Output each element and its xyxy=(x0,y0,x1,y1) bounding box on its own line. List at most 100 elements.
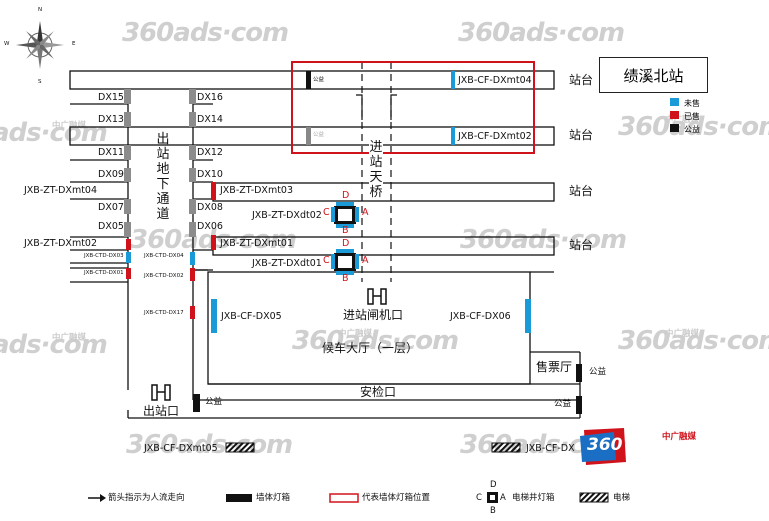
ad-ctd01: JXB-CTD-DX01 xyxy=(84,270,124,276)
elevator-letter: B xyxy=(342,225,349,236)
ad-ctd02: JXB-CTD-DX02 xyxy=(144,273,184,279)
watermark: 360ads·com xyxy=(292,326,459,356)
ad-ctd17: JXB-CTD-DX17 xyxy=(144,310,184,316)
exit-underpass-label: 出站地下通道 xyxy=(156,132,170,222)
security-label: 安检口 xyxy=(360,385,397,399)
elevator-letter: A xyxy=(362,207,369,218)
ad-zt-mt02: JXB-ZT-DXmt02 xyxy=(24,238,98,249)
legend-letter: A xyxy=(500,493,506,503)
dx-label: DX15 xyxy=(98,92,124,103)
elevator-icon xyxy=(225,442,255,453)
ad-mt05: JXB-CF-DXmt05 xyxy=(144,443,218,454)
elevator-letter: C xyxy=(323,207,330,218)
compass-n: N xyxy=(38,7,43,13)
watermark: ads·com xyxy=(0,330,108,360)
watermark-cn: 中广融媒 xyxy=(665,329,700,339)
ad-mt04-top: JXB-CF-DXmt04 xyxy=(458,75,532,86)
elevator-box-icon xyxy=(331,202,359,228)
public-label: 公益 xyxy=(554,399,572,409)
legend-elevator-box: 电梯井灯箱 xyxy=(512,493,555,503)
watermark: 360ads·com xyxy=(618,112,769,142)
ad-dx-bottom: JXB-CF-DX xyxy=(526,443,575,454)
legend-arrow: 箭头指示为人流走向 xyxy=(108,493,185,503)
compass-s: S xyxy=(38,79,42,85)
watermark: 360ads·com xyxy=(122,18,289,48)
legend-letter: C xyxy=(476,493,482,503)
watermark-cn: 中广融媒 xyxy=(338,329,373,339)
dx-label: DX11 xyxy=(98,147,124,158)
ad-zt-dt02: JXB-ZT-DXdt02 xyxy=(252,210,322,221)
ad-zt-dt01: JXB-ZT-DXdt01 xyxy=(252,258,322,269)
dx-label: DX08 xyxy=(197,202,223,213)
ad-ctd03: JXB-CTD-DX03 xyxy=(84,253,124,259)
elevator-letter: C xyxy=(323,255,330,266)
platform-label: 站台 xyxy=(569,184,594,198)
legend-graphics xyxy=(88,492,609,503)
exit-gate-icon xyxy=(151,384,171,401)
ad-zt-mt01: JXB-ZT-DXmt01 xyxy=(220,238,294,249)
elevator-box-icon xyxy=(331,249,359,275)
brand-cn: 中广融媒 xyxy=(662,432,697,442)
compass-icon xyxy=(16,21,64,69)
public-label: 公益 xyxy=(313,77,325,83)
ad-ctd04: JXB-CTD-DX04 xyxy=(144,253,184,259)
legend-elevator: 电梯 xyxy=(613,493,631,503)
elevator-letter: B xyxy=(342,273,349,284)
station-title: 绩溪北站 xyxy=(599,57,708,93)
ad-zt-mt03: JXB-ZT-DXmt03 xyxy=(220,185,294,196)
compass-e: E xyxy=(72,41,76,47)
public-label: 公益 xyxy=(313,132,325,138)
watermark: 360ads·com xyxy=(458,18,625,48)
key-unsold: 未售 xyxy=(684,99,700,108)
gate-icon xyxy=(367,288,387,305)
dx-label: DX12 xyxy=(197,147,223,158)
ad-zt-mt04: JXB-ZT-DXmt04 xyxy=(24,185,98,196)
elevator-icon xyxy=(491,442,521,453)
compass-w: W xyxy=(4,41,10,47)
entry-bridge-label: 进站天桥 xyxy=(369,140,383,200)
platform-label: 站台 xyxy=(569,238,594,252)
legend-letter: D xyxy=(490,480,497,490)
watermark: 360ads·com xyxy=(460,225,627,255)
ad-cf05: JXB-CF-DX05 xyxy=(221,311,282,322)
highlight-box xyxy=(291,61,535,154)
logo-360: 360 xyxy=(587,435,623,455)
key-swatch-sold xyxy=(670,111,679,119)
legend-letter: B xyxy=(490,506,496,516)
watermark-cn: 中广融媒 xyxy=(665,115,700,125)
logo-360-icon xyxy=(580,428,626,465)
platform-label: 站台 xyxy=(569,128,594,142)
ticket-label: 售票厅 xyxy=(536,360,573,374)
elevator-letter: D xyxy=(342,238,350,249)
dx-label: DX07 xyxy=(98,202,124,213)
watermark: 360ads·com xyxy=(126,430,293,460)
dx-label: DX13 xyxy=(98,114,124,125)
key-public: 公益 xyxy=(684,125,700,134)
watermark: ads·com xyxy=(0,118,108,148)
watermark-cn: 中广融媒 xyxy=(52,121,87,131)
key-swatch-unsold xyxy=(670,98,679,106)
watermark: 360ads·com xyxy=(618,326,769,356)
dx-label: DX10 xyxy=(197,169,223,180)
ad-cf06: JXB-CF-DX06 xyxy=(450,311,511,322)
dx-label: DX06 xyxy=(197,221,223,232)
elevator-letter: A xyxy=(362,255,369,266)
key-sold: 已售 xyxy=(684,112,700,121)
watermark-cn: 中广融媒 xyxy=(52,333,87,343)
dx-label: DX09 xyxy=(98,169,124,180)
dx-label: DX05 xyxy=(98,221,124,232)
exit-label: 出站口 xyxy=(143,404,180,418)
platform-label: 站台 xyxy=(569,73,594,87)
legend-red-box: 代表墙体灯箱位置 xyxy=(362,493,431,503)
public-label: 公益 xyxy=(589,367,607,377)
legend-wall: 墙体灯箱 xyxy=(256,493,291,503)
hall-label: 候车大厅（一层） xyxy=(322,341,419,355)
elevator-letter: D xyxy=(342,190,350,201)
dx-label: DX16 xyxy=(197,92,223,103)
key-swatch-public xyxy=(670,124,679,132)
gate-label: 进站闸机口 xyxy=(343,308,404,322)
dx-label: DX14 xyxy=(197,114,223,125)
public-label: 公益 xyxy=(205,397,223,407)
